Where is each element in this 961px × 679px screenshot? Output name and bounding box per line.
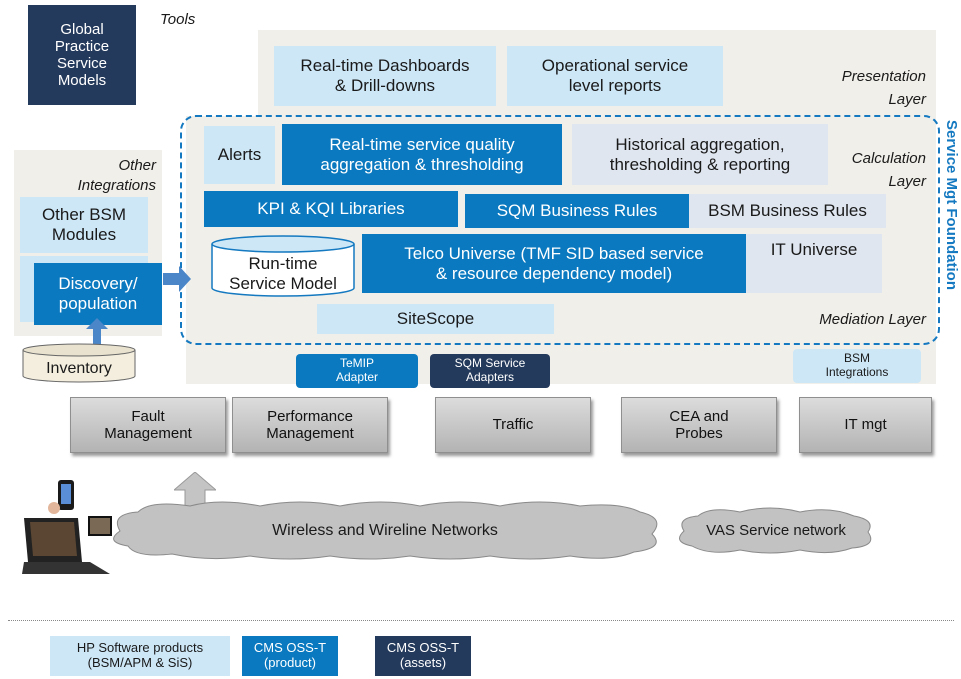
service-mgt-foundation-label: Service Mgt Foundation [943,120,960,291]
devices-icon [22,480,112,574]
up-arrow-icon [174,472,216,508]
kpi-kqi-libraries-box: KPI & KQI Libraries [204,191,458,227]
realtime-service-quality-box: Real-time service quality aggregation & … [282,124,562,185]
cea-probes-box: CEA and Probes [621,397,777,453]
tools-label: Tools [160,11,196,28]
telco-universe-box: Telco Universe (TMF SID based service & … [362,234,746,293]
sitescope-box: SiteScope [317,304,554,334]
it-universe-box: IT Universe [746,234,882,293]
cylinder-shape [211,235,355,297]
realtime-dashboards-box: Real-time Dashboards & Drill-downs [274,46,496,106]
global-practice-models-box: Global Practice Service Models [28,5,136,105]
inventory-cylinder-shape [22,343,136,383]
discovery-to-runtime-arrow [163,266,191,292]
fault-management-box: Fault Management [70,397,226,453]
performance-management-box: Performance Management [232,397,388,453]
sqm-business-rules-box: SQM Business Rules [465,194,689,228]
inventory-to-discovery-arrow [86,318,108,344]
operational-reports-box: Operational service level reports [507,46,723,106]
other-bsm-modules-box: Other BSM Modules [20,197,148,253]
sqm-service-adapters-box: SQM Service Adapters [430,354,550,388]
legend-separator [8,620,954,621]
historical-aggregation-box: Historical aggregation, thresholding & r… [572,124,828,185]
inventory-cylinder: Inventory [22,342,136,384]
runtime-service-model-cylinder: Run-time Service Model [210,234,356,298]
runtime-service-model-label: Run-time Service Model [229,254,337,293]
calculation-layer-label: Calculation Layer [851,150,926,190]
bsm-integrations-box: BSM Integrations [793,349,921,383]
legend-hp-software: HP Software products (BSM/APM & SiS) [50,636,230,676]
service-mgt-foundation-boundary [180,115,940,345]
discovery-population-box: Discovery/ population [34,263,162,325]
it-mgt-box: IT mgt [799,397,932,453]
wireless-network-cloud-icon [113,501,658,560]
mediation-layer-label: Mediation Layer [819,311,926,328]
vas-network-cloud-icon [679,507,872,554]
temip-adapter-box: TeMIP Adapter [296,354,418,388]
legend-cms-assets: CMS OSS-T (assets) [375,636,471,676]
other-integrations-label: Other Integrations [77,157,156,194]
presentation-layer-label: Presentation Layer [841,68,926,108]
alerts-box: Alerts [204,126,275,184]
traffic-box: Traffic [435,397,591,453]
inventory-label: Inventory [46,359,112,377]
legend-cms-product: CMS OSS-T (product) [242,636,338,676]
wireless-network-label: Wireless and Wireline Networks [272,521,498,539]
bsm-business-rules-box: BSM Business Rules [689,194,886,228]
vas-network-label: VAS Service network [706,522,846,540]
